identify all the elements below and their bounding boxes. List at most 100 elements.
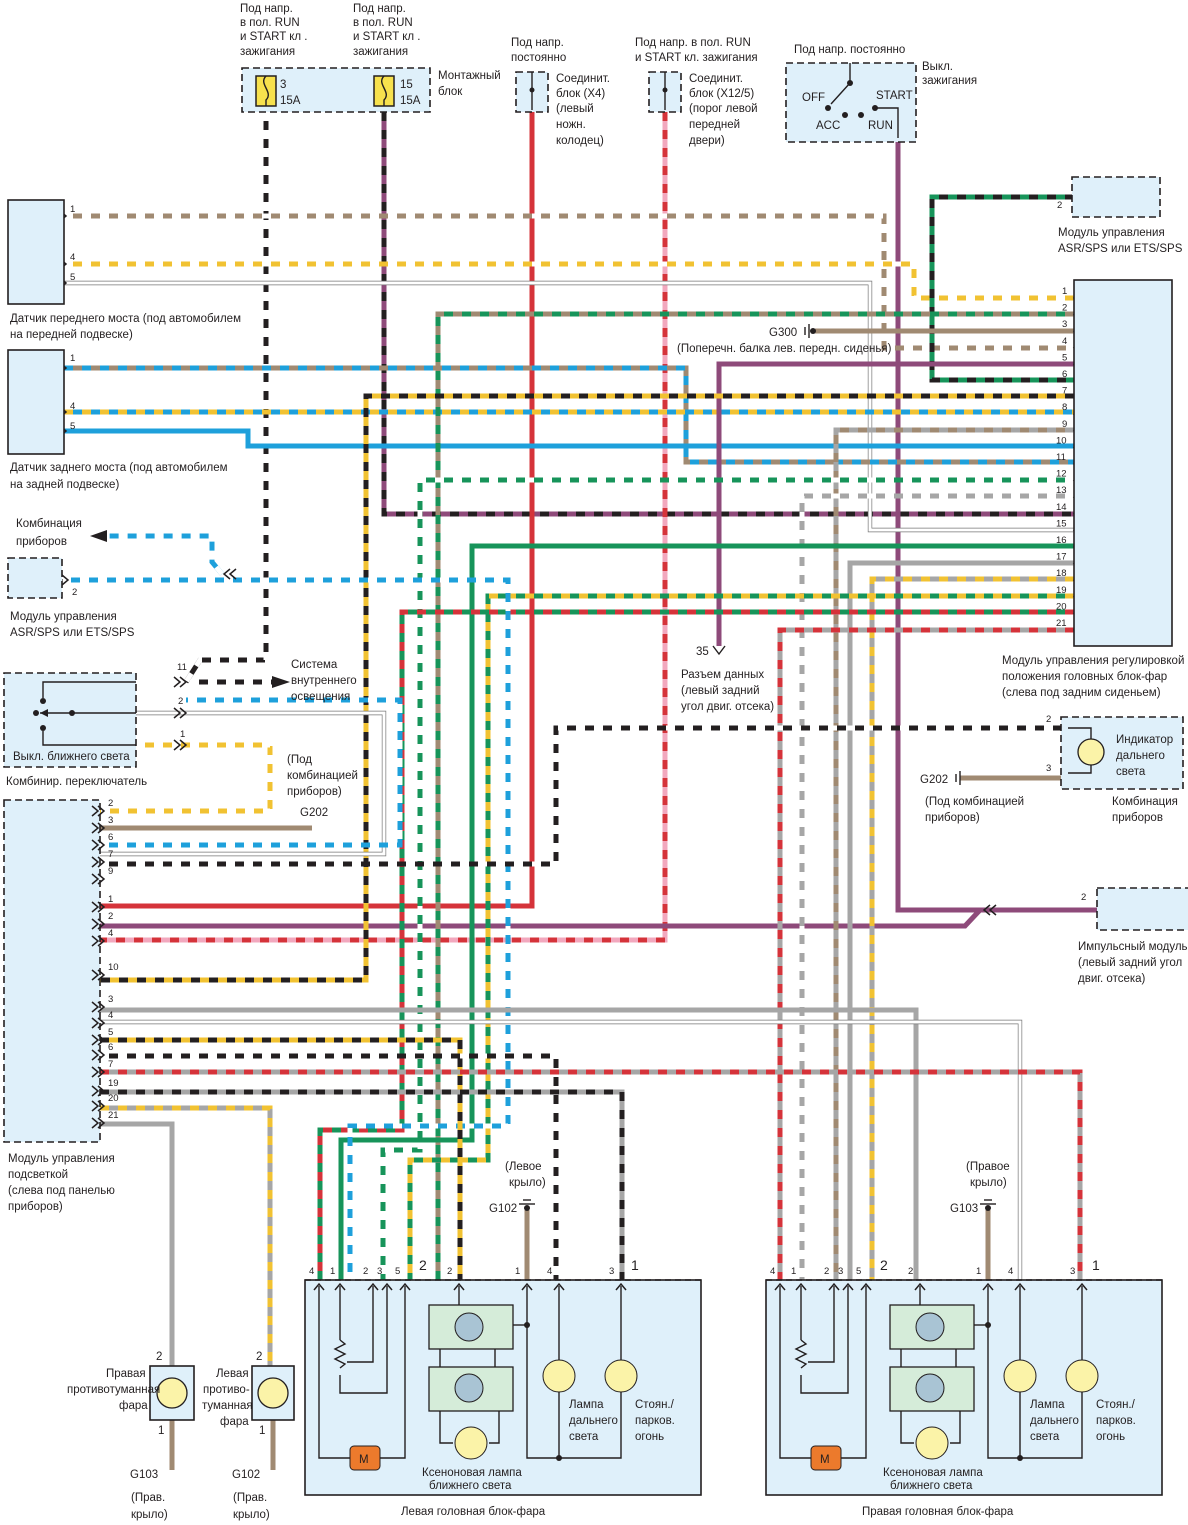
connector-icon (774, 1282, 786, 1291)
ground-label: G102 (489, 1203, 517, 1215)
wire-lev2 (435, 311, 1074, 1280)
rear-axle-sensor: 1 4 5 Датчик заднего моста (под автомоби… (7, 349, 228, 491)
connector-icon (91, 1001, 106, 1013)
wire-front1 (64, 213, 1074, 351)
wire-lm6b (100, 1053, 559, 1280)
label: ближнего света (429, 1480, 512, 1492)
xenon-bulb-icon (915, 1426, 949, 1460)
wire-lm7 (100, 1069, 1083, 1280)
label: Ксеноновая лампа (422, 1467, 522, 1479)
headlamp-pin: 1 (330, 1266, 335, 1277)
wire-lev20 (317, 609, 1074, 1280)
connector-icon (334, 1282, 346, 1291)
parking-label: парков. (1096, 1415, 1136, 1427)
connector-icon (91, 1100, 106, 1112)
svg-text:5: 5 (70, 421, 75, 432)
connector-icon (982, 1282, 994, 1291)
low-beam-switch-label: Выкл. ближнего света (13, 751, 130, 763)
lighting-module-pin: 21 (108, 1110, 119, 1121)
fuse-icon (263, 75, 269, 106)
leveling-pin: 19 (1056, 585, 1067, 596)
headlamp-pin: 3 (609, 1266, 614, 1277)
lighting-module-pin: 1 (108, 894, 113, 905)
wire-sw2 (100, 710, 387, 857)
connector-b-label: 1 (1092, 1257, 1100, 1273)
wire-x4-lm1 (100, 112, 535, 909)
fuse-3-rating: 15A (280, 95, 301, 107)
leveling-pin: 7 (1062, 386, 1067, 397)
connector-icon (313, 1282, 325, 1291)
potentiometer-icon (794, 1339, 808, 1369)
left-fog-ground-location: (Прав.крыло) (233, 1492, 270, 1521)
ground-location: (Правое (966, 1161, 1010, 1173)
svg-text:RUN: RUN (868, 120, 893, 132)
svg-text:4: 4 (70, 252, 75, 263)
connector-icon (795, 1282, 807, 1291)
connector-icon (1076, 1282, 1088, 1291)
svg-text:START: START (876, 90, 913, 102)
connector-icon (91, 969, 106, 981)
wire-asr-right (929, 194, 1074, 383)
bulb-icon (257, 1377, 289, 1409)
svg-text:G102: G102 (232, 1469, 260, 1481)
motor-icon (349, 1445, 381, 1471)
svg-text:G202: G202 (920, 774, 948, 786)
connector-icon (615, 1282, 627, 1291)
fuse-icon (381, 75, 387, 106)
wire-lm3 (100, 1007, 919, 1280)
label: ближнего света (890, 1480, 973, 1492)
switch-lever-icon (830, 82, 851, 105)
wire-lm5 (100, 1037, 463, 1280)
label: Ксеноновая лампа (883, 1467, 983, 1479)
connector-icon (222, 568, 237, 580)
ground-location: крыло) (509, 1177, 546, 1189)
connector-icon (173, 707, 188, 719)
wire-pulse-lm2 (100, 908, 982, 929)
wire-lev18 (869, 576, 1074, 1280)
wire-lev12 (380, 477, 1074, 1280)
wire-front5 (64, 280, 1074, 533)
leveling-pin: 2 (1062, 303, 1067, 314)
parking-label: парков. (635, 1415, 675, 1427)
fuse-3: 3 15A (255, 75, 301, 107)
front-axle-sensor: 1 4 5 Датчик переднего моста (под автомо… (7, 199, 241, 341)
wire-front4 (64, 261, 1074, 301)
transistor-icon (915, 1373, 945, 1403)
wire-fuse3-interior (183, 112, 269, 684)
fuse-3-number: 3 (280, 79, 286, 91)
leveling-pin: 5 (1062, 352, 1067, 363)
leveling-pin: 18 (1056, 568, 1067, 579)
svg-text:2: 2 (256, 1351, 262, 1363)
headlamp-pin: 4 (770, 1266, 775, 1277)
connector-icon (982, 904, 997, 916)
wire-lev17 (847, 560, 1074, 1280)
lighting-module-pin: 5 (108, 1027, 113, 1038)
high-beam-label: дальнего (1030, 1415, 1079, 1427)
ground-location: (Левое (505, 1161, 542, 1173)
ground-icon (810, 328, 816, 334)
lighting-module-pin: 20 (108, 1093, 119, 1104)
parking-bulb-icon (1065, 1359, 1099, 1393)
connector-icon (91, 901, 106, 913)
svg-text:35: 35 (696, 646, 709, 658)
connector-icon (91, 873, 106, 885)
connector-icon (91, 1085, 106, 1097)
arrow-left-icon (90, 530, 107, 542)
